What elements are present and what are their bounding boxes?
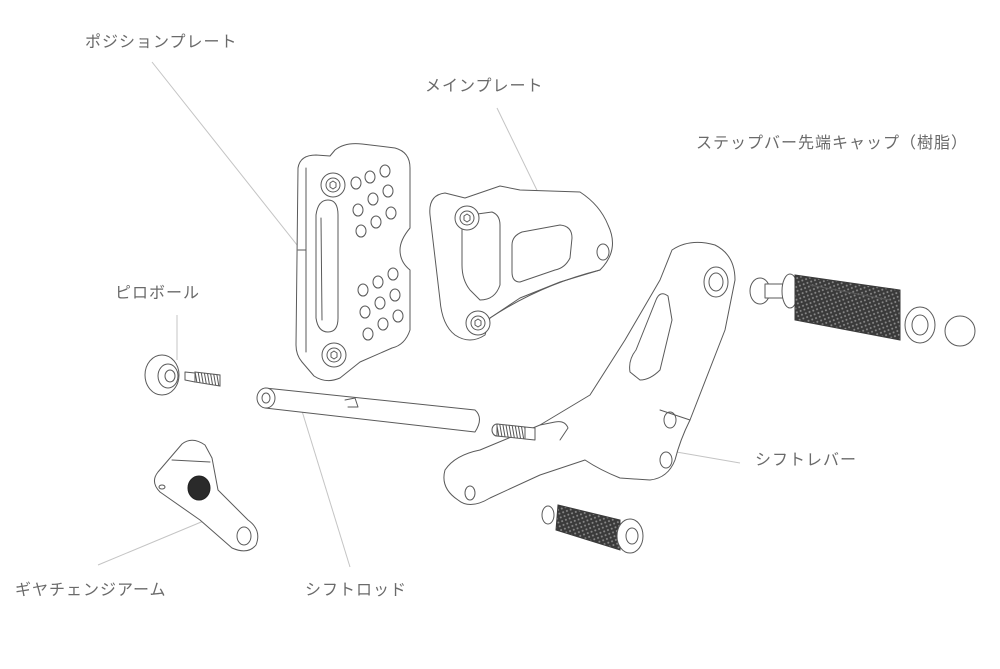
shift-lever-drawing <box>443 241 736 505</box>
label-gear-change-arm: ギヤチェンジアーム <box>15 580 167 599</box>
label-shift-lever: シフトレバー <box>755 450 858 469</box>
gear-change-arm-drawing <box>154 439 259 552</box>
label-main-plate: メインプレート <box>425 76 544 95</box>
position-plate-drawing <box>295 143 411 382</box>
step-bar-drawing <box>749 273 976 347</box>
leader-shift-rod <box>297 397 351 568</box>
pillow-ball-drawing <box>144 354 221 396</box>
leader-position-plate <box>151 61 306 256</box>
threaded-stud-drawing <box>491 423 536 441</box>
label-pillow-ball: ピロボール <box>115 283 201 302</box>
step-bar-lower-drawing <box>541 504 644 554</box>
shift-rod-drawing <box>256 387 480 433</box>
leader-gear-change-arm <box>97 514 219 566</box>
label-shift-rod: シフトロッド <box>305 580 408 599</box>
label-position-plate: ポジションプレート <box>85 32 238 51</box>
main-plate-drawing <box>429 185 613 341</box>
label-step-bar-cap: ステップバー先端キャップ（樹脂） <box>696 133 969 152</box>
